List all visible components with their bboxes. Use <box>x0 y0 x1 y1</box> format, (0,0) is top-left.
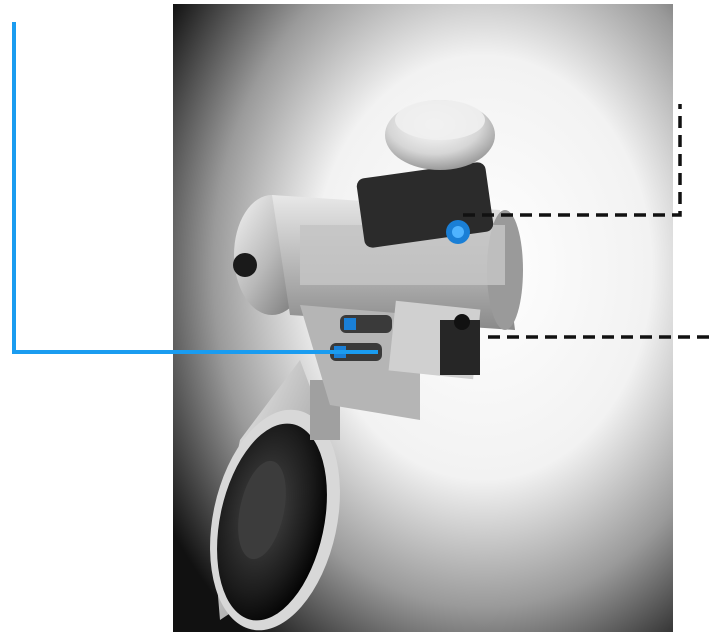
position-switch-callout-line <box>463 104 682 217</box>
actuator <box>233 195 523 420</box>
silencers <box>330 315 392 361</box>
solenoid-valve <box>388 300 481 380</box>
position-switch <box>356 100 495 248</box>
air-supply-callout-line <box>12 22 378 354</box>
